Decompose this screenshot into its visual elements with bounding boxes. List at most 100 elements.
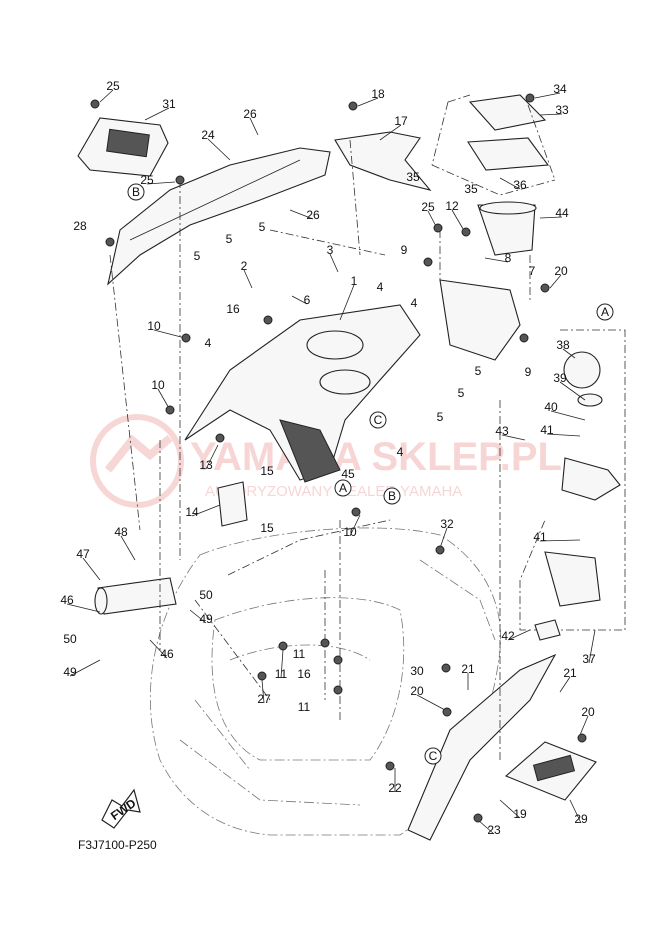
callout-c20a: 20	[554, 264, 568, 278]
leader-lines	[66, 89, 596, 835]
callout-c18: 18	[371, 87, 385, 101]
callout-c5d: 5	[475, 364, 482, 378]
callout-c32: 32	[440, 517, 454, 531]
ref-marker-letter: C	[374, 413, 383, 427]
callout-c35b: 35	[464, 182, 478, 196]
callout-c49b: 49	[63, 665, 77, 679]
callout-c28: 28	[73, 219, 87, 233]
callout-c46b: 46	[160, 647, 174, 661]
ref-marker-circle	[596, 303, 614, 321]
callout-c25b: 25	[140, 173, 154, 187]
diagram-code: F3J7100-P250	[78, 838, 157, 852]
callout-c47: 47	[76, 547, 90, 561]
callout-c9a: 9	[401, 243, 408, 257]
callout-c15a: 15	[260, 464, 274, 478]
callout-c4a: 4	[377, 280, 384, 294]
callout-c16a: 16	[226, 302, 240, 316]
callout-c50b: 50	[63, 632, 77, 646]
callout-c29: 29	[574, 812, 588, 826]
callout-c2: 2	[241, 259, 248, 273]
part-29-mat	[504, 741, 597, 801]
callout-c39: 39	[553, 371, 567, 385]
callout-c19: 19	[513, 807, 527, 821]
callout-c27: 27	[257, 692, 271, 706]
ref-marker-circle	[383, 487, 401, 505]
callout-c8: 8	[505, 251, 512, 265]
callout-c11c: 11	[298, 700, 311, 714]
watermark-brand: YAMAHA SKLEP.PL	[190, 435, 562, 479]
callout-c42: 42	[501, 629, 515, 643]
ref-marker-rB1: B	[127, 183, 145, 201]
part-1-deck	[184, 304, 421, 483]
callout-labels: 1234444555555678991010101111111213141515…	[60, 79, 596, 837]
callout-c38: 38	[556, 338, 570, 352]
ref-marker-letter: B	[388, 489, 396, 503]
ref-marker-letter: A	[601, 305, 609, 319]
part-24-upper-cover	[107, 147, 331, 286]
callout-c46a: 46	[60, 593, 74, 607]
callout-c20c: 20	[581, 705, 595, 719]
callout-c10c: 10	[343, 525, 357, 539]
ref-marker-circle	[334, 479, 352, 497]
callout-c43: 43	[495, 424, 509, 438]
part-31-mat	[77, 117, 169, 177]
callout-c31: 31	[162, 97, 176, 111]
callout-c4b: 4	[411, 296, 418, 310]
ref-marker-letter: A	[339, 481, 347, 495]
callout-c44: 44	[555, 206, 569, 220]
ref-marker-rC2: C	[424, 747, 442, 765]
callout-c15b: 15	[260, 521, 274, 535]
callout-c17: 17	[394, 114, 408, 128]
callout-c4c: 4	[205, 336, 212, 350]
callout-c5f: 5	[437, 410, 444, 424]
ref-marker-letter: B	[132, 185, 140, 199]
callout-c11a: 11	[275, 667, 288, 681]
ref-marker-rA2: A	[334, 479, 352, 497]
callout-c21b: 21	[563, 666, 577, 680]
callout-c9b: 9	[525, 365, 532, 379]
callout-c5e: 5	[458, 386, 465, 400]
callout-c40: 40	[544, 400, 558, 414]
callout-c11b: 11	[293, 647, 306, 661]
hull-outline	[149, 527, 502, 836]
callout-c3: 3	[327, 243, 334, 257]
callout-c20b: 20	[410, 684, 424, 698]
callout-c5c: 5	[194, 249, 201, 263]
callout-c7: 7	[529, 264, 536, 278]
callout-c41b: 41	[533, 530, 547, 544]
callout-c23: 23	[487, 823, 501, 837]
callout-c26a: 26	[243, 107, 257, 121]
ref-marker-rA1: A	[596, 303, 614, 321]
callout-c4d: 4	[397, 445, 404, 459]
callout-c6: 6	[304, 293, 311, 307]
callout-c10b: 10	[151, 378, 165, 392]
callout-c25c: 25	[421, 200, 435, 214]
callout-c48: 48	[114, 525, 128, 539]
ref-marker-letter: C	[429, 749, 438, 763]
callout-c35a: 35	[406, 170, 420, 184]
callout-c33: 33	[555, 103, 569, 117]
part-17-cover	[334, 131, 432, 191]
ref-marker-rC1: C	[369, 411, 387, 429]
part-33-36-lid	[431, 94, 556, 196]
callout-c21a: 21	[461, 662, 475, 676]
callout-c25a: 25	[106, 79, 120, 93]
ref-marker-circle	[369, 411, 387, 429]
ref-markers: A A B B C C	[127, 183, 614, 765]
part-44-bucket	[477, 201, 537, 256]
part-19-side-panel	[407, 653, 557, 841]
callout-c26b: 26	[306, 208, 320, 222]
ref-marker-circle	[424, 747, 442, 765]
callout-c24: 24	[201, 128, 215, 142]
part-37-assembly	[519, 329, 626, 641]
callout-c5a: 5	[226, 232, 233, 246]
part-14-bracket	[217, 481, 248, 527]
part-7-hatch	[439, 279, 521, 361]
fwd-arrow: FWD	[101, 788, 141, 829]
callout-c41a: 41	[540, 423, 554, 437]
callout-c30: 30	[410, 664, 424, 678]
callout-c12: 12	[445, 199, 459, 213]
callout-c16b: 16	[297, 667, 311, 681]
callout-c50a: 50	[199, 588, 213, 602]
